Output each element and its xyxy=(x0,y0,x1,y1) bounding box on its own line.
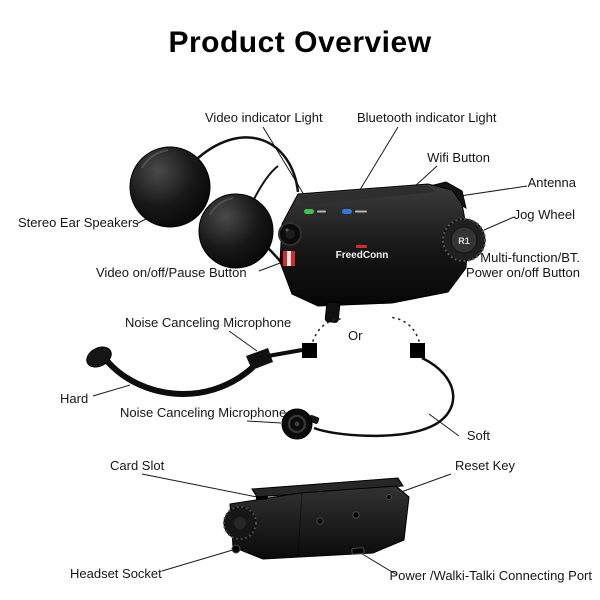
callout-reset-key: Reset Key xyxy=(455,458,515,473)
device-bottom-connector xyxy=(324,301,341,323)
video-button-stripe xyxy=(291,251,295,266)
camera-lens-glint xyxy=(285,228,289,232)
bluetooth-led-print xyxy=(355,210,367,213)
callout-jog-wheel: Jog Wheel xyxy=(513,207,575,222)
speaker-highlight xyxy=(141,149,169,169)
callout-stereo-ear-speakers: Stereo Ear Speakers xyxy=(18,215,139,230)
leader-headset-socket xyxy=(161,548,237,572)
video-led-print xyxy=(317,210,326,213)
main-device-illustration: FreedConn R1 xyxy=(278,181,486,323)
leader-card-slot xyxy=(141,473,258,498)
leader-hard xyxy=(92,384,131,397)
connector-block-soft xyxy=(410,343,425,358)
connector-block-hard xyxy=(302,343,317,358)
mic-head-hard xyxy=(86,346,112,368)
card-slot-opening xyxy=(255,495,269,500)
hard-microphone-illustration xyxy=(86,318,341,397)
mount-top-plate xyxy=(251,477,404,498)
mic-boom-joint xyxy=(246,348,273,370)
device-body xyxy=(279,183,469,307)
callout-headset-socket: Headset Socket xyxy=(70,566,162,581)
jog-wheel-label: R1 xyxy=(458,236,470,246)
callout-card-slot: Card Slot xyxy=(110,458,165,473)
camera-lens-inner xyxy=(285,229,295,239)
callout-multi-function-line2: Power on/off Button xyxy=(466,265,580,280)
video-button-stripe xyxy=(287,251,291,266)
bluetooth-indicator-led xyxy=(342,209,352,214)
brand-logo: FreedConn xyxy=(336,250,389,261)
callout-hard: Hard xyxy=(60,391,89,406)
callout-soft: Soft xyxy=(466,428,490,443)
dotted-link-soft xyxy=(387,316,420,342)
jog-wheel-knurl xyxy=(442,218,486,262)
leader-jog-wheel xyxy=(483,216,515,231)
video-button-stripe xyxy=(283,251,287,266)
mount-crease xyxy=(297,492,303,557)
ear-speakers-illustration xyxy=(129,136,300,293)
reset-key-hole xyxy=(386,494,392,500)
leader-soft xyxy=(428,413,460,437)
callout-power-walki-talki-port: Power /Walki-Talki Connecting Port xyxy=(389,568,592,583)
dotted-link-hard xyxy=(312,318,341,342)
jog-wheel-cap xyxy=(450,226,478,254)
device-top-face xyxy=(298,185,436,205)
callout-noise-canceling-microphone-hard: Noise Canceling Microphone xyxy=(125,315,292,330)
callout-or: Or xyxy=(348,328,363,343)
mount-knob-knurl xyxy=(223,506,257,540)
leader-power-port xyxy=(358,551,398,576)
callout-video-on-off-pause-button: Video on/off/Pause Button xyxy=(96,265,247,280)
mic-head-soft-center xyxy=(294,421,300,427)
mic-boom-link xyxy=(267,348,303,358)
mic-boom-arm xyxy=(105,359,255,397)
callout-bluetooth-indicator-light: Bluetooth indicator Light xyxy=(357,110,497,125)
mount-screw xyxy=(316,517,324,525)
callout-multi-function-line1: Multi-function/BT. xyxy=(480,250,580,265)
callout-video-indicator-light: Video indicator Light xyxy=(205,110,323,125)
video-indicator-led xyxy=(304,209,314,214)
leader-mic-hard xyxy=(228,330,258,352)
soft-mic-wire xyxy=(313,356,455,438)
speaker-highlight xyxy=(209,197,234,216)
mount-knob-center xyxy=(234,517,246,529)
power-connecting-port xyxy=(351,547,365,555)
soft-microphone-illustration xyxy=(281,316,455,440)
callout-antenna: Antenna xyxy=(527,175,576,190)
speaker-right xyxy=(198,193,274,269)
brand-red-mark xyxy=(356,245,367,248)
leader-mic-soft xyxy=(246,420,282,424)
leader-antenna xyxy=(459,185,528,197)
speaker-wire xyxy=(251,165,279,204)
mic-head-soft-ring xyxy=(287,414,307,434)
callout-wifi-button: Wifi Button xyxy=(427,150,490,165)
leader-video-indicator xyxy=(262,126,310,204)
mount-unit-illustration xyxy=(223,477,410,560)
speaker-wire xyxy=(197,136,300,193)
callout-multi-function-button: Multi-function/BT. Power on/off Button xyxy=(466,250,580,280)
callout-noise-canceling-microphone-soft: Noise Canceling Microphone xyxy=(120,405,287,420)
page-title: Product Overview xyxy=(168,26,432,59)
headset-socket-port xyxy=(231,544,241,554)
mount-screw xyxy=(352,511,360,519)
speaker-left xyxy=(129,146,211,228)
